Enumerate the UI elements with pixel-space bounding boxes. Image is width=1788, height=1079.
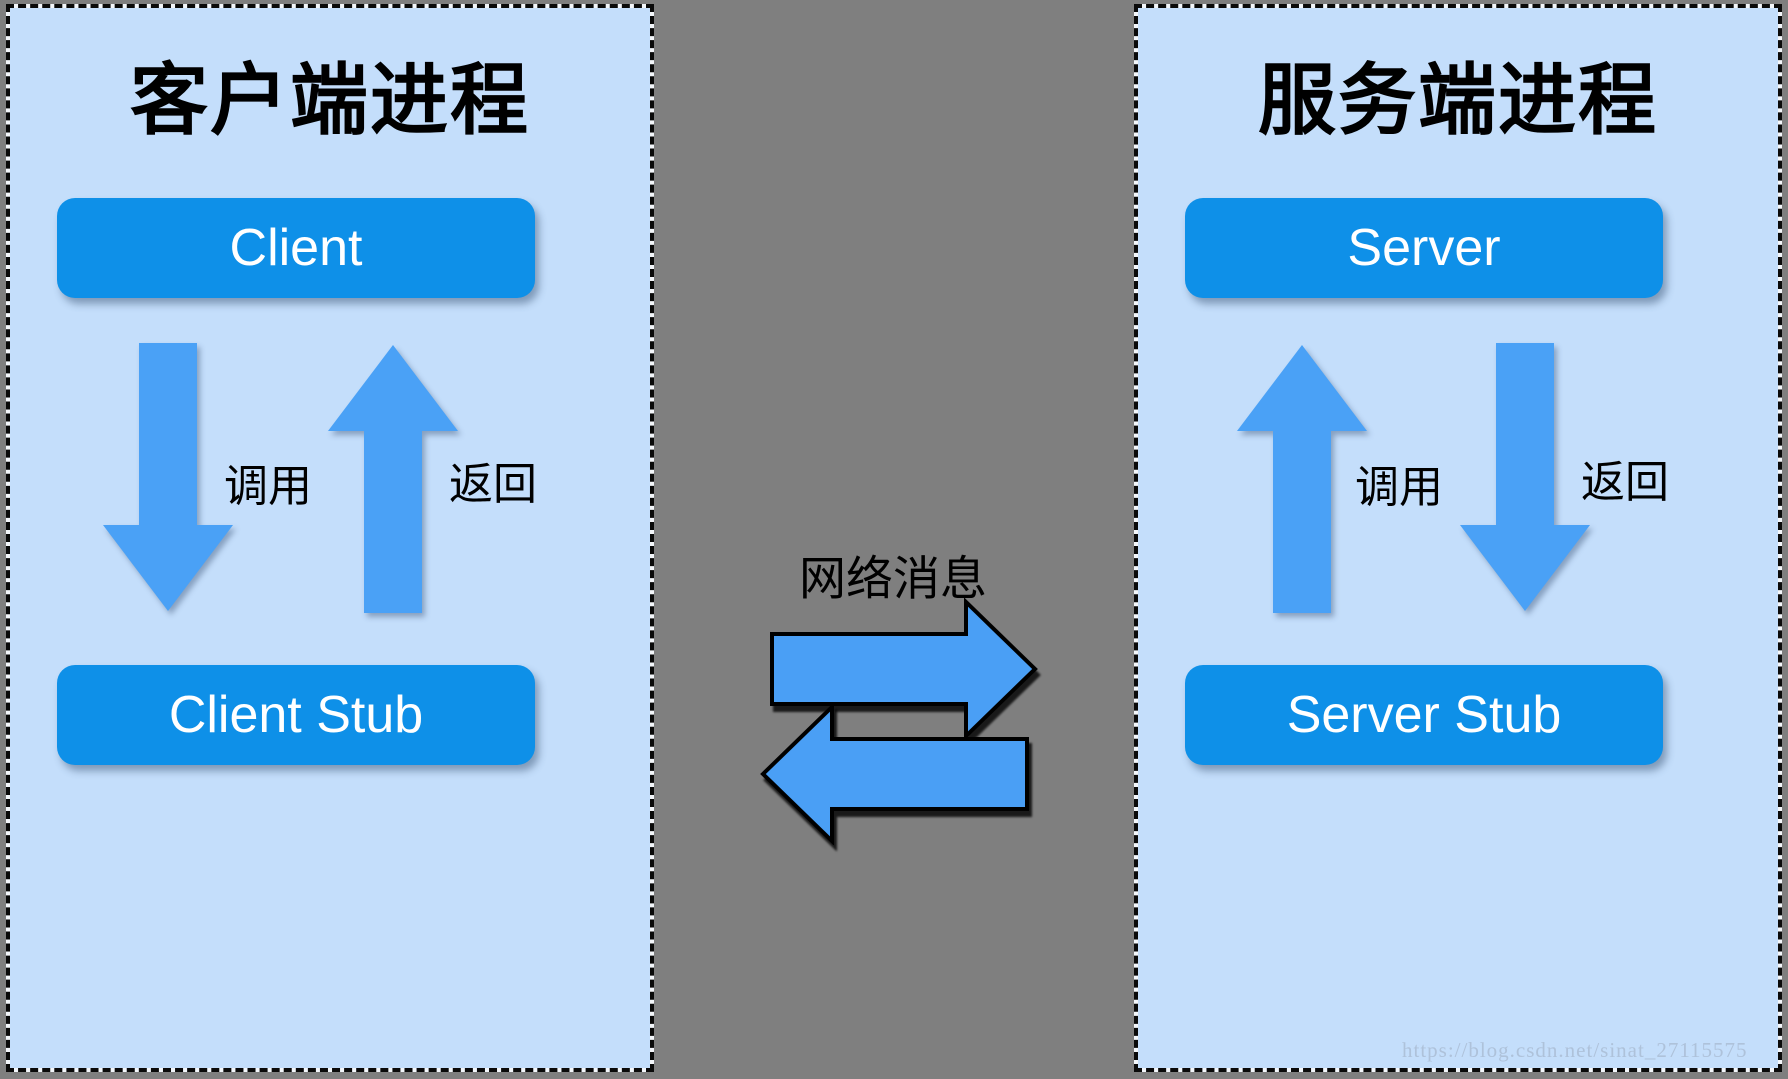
call-label: 调用: [224, 462, 312, 511]
watermark: https://blog.csdn.net/sinat_27115575: [1402, 1038, 1748, 1062]
call-label: 调用: [1355, 463, 1443, 512]
client-panel-title: 客户端进程: [129, 56, 530, 144]
call-arrow-down-icon: [103, 343, 233, 611]
server-process-panel: 服务端进程 Server 调用 返回 Server Stub: [1134, 4, 1782, 1072]
client-process-panel: 客户端进程 Client 调用 返回 Client Stub: [6, 4, 654, 1072]
client-box: Client: [57, 198, 535, 298]
server-panel-title: 服务端进程: [1257, 56, 1658, 144]
response-arrow-left-icon: [760, 703, 1029, 845]
server-box: Server: [1185, 198, 1663, 298]
server-stub-box: Server Stub: [1185, 665, 1663, 765]
client-stub-box: Client Stub: [57, 665, 535, 765]
network-message-label: 网络消息: [799, 552, 987, 605]
client-stub-box-label: Client Stub: [168, 686, 424, 744]
server-stub-box-label: Server Stub: [1286, 686, 1562, 744]
call-arrow-up-icon: [1237, 345, 1367, 613]
server-box-label: Server: [1347, 219, 1501, 277]
return-arrow-down-icon: [1460, 343, 1590, 611]
return-label: 返回: [449, 460, 537, 509]
return-label: 返回: [1581, 458, 1669, 507]
request-arrow-right-icon: [770, 598, 1038, 740]
return-arrow-up-icon: [328, 345, 458, 613]
client-box-label: Client: [229, 219, 363, 277]
